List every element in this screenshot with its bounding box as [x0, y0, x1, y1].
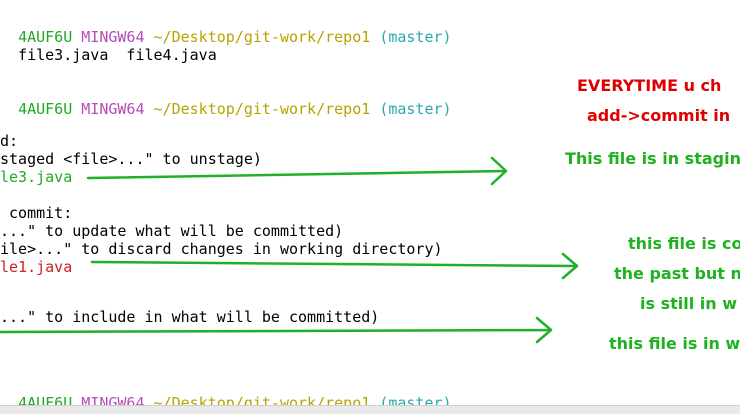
untracked-hint: ..." to include in what will be committe…: [0, 308, 380, 326]
annotation-working: this file is in w: [609, 334, 740, 353]
staged-file: le3.java: [0, 168, 73, 186]
annotation-committed-line3: is still in w: [640, 294, 737, 313]
prompt-path: ~/Desktop/git-work/repo1: [153, 100, 371, 118]
annotation-committed-line2: the past but n: [614, 264, 740, 283]
staged-header: d:: [0, 132, 19, 150]
window-bottom-edge: [0, 405, 740, 414]
annotation-everytime-line2: add->commit in: [587, 106, 731, 125]
prompt-env: MINGW64: [81, 100, 145, 118]
prompt-user: 4AUF6U: [18, 28, 73, 46]
annotation-everytime-line1: EVERYTIME u ch: [577, 76, 722, 95]
notstaged-hint-discard: ile>..." to discard changes in working d…: [0, 240, 443, 258]
arrow-untracked: [0, 316, 553, 344]
annotation-committed-line1: this file is co: [628, 234, 740, 253]
prompt-env: MINGW64: [81, 28, 145, 46]
arrow-modified: [90, 252, 579, 280]
prompt-branch: (master): [379, 100, 452, 118]
prompt-user: 4AUF6U: [18, 100, 73, 118]
prompt-line-1: 4AUF6U MINGW64 ~/Desktop/git-work/repo1 …: [0, 10, 452, 46]
prompt-branch: (master): [379, 28, 452, 46]
notstaged-hint-update: ..." to update what will be committed): [0, 222, 344, 240]
arrow-staged: [86, 156, 508, 186]
staged-hint: staged <file>..." to unstage): [0, 150, 262, 168]
modified-file: le1.java: [0, 258, 73, 276]
notstaged-header: commit:: [0, 204, 73, 222]
prompt-path: ~/Desktop/git-work/repo1: [153, 28, 371, 46]
ls-output: file3.java file4.java: [0, 46, 217, 64]
prompt-line-2: 4AUF6U MINGW64 ~/Desktop/git-work/repo1 …: [0, 82, 452, 118]
annotation-staging: This file is in stagin: [565, 149, 740, 168]
